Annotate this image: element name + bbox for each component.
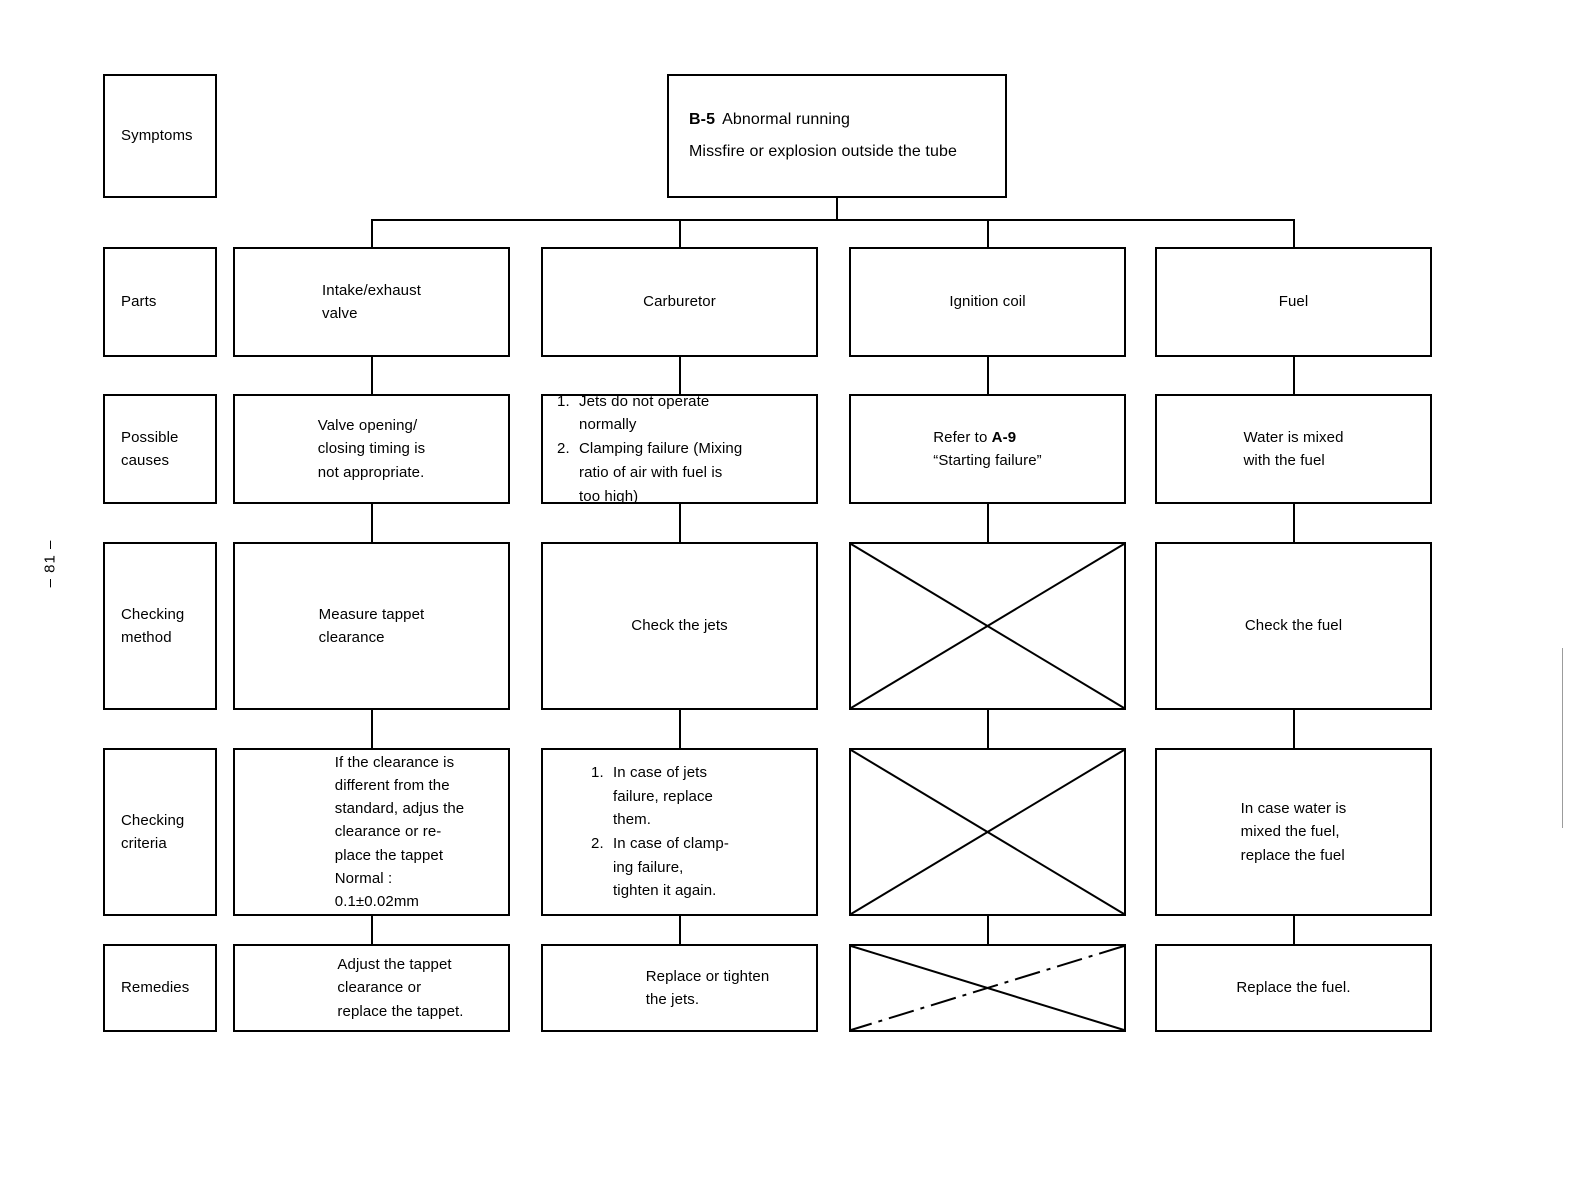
symptom-title: Abnormal running: [722, 111, 850, 128]
part-box-ignition-coil: Ignition coil: [849, 247, 1126, 357]
list-item: 1. In case of jets failure, replace them…: [591, 763, 713, 829]
method-box-fuel: Check the fuel: [1155, 542, 1432, 710]
connector-method-to-criteria-4: [1293, 710, 1295, 748]
refer-to-code: A-9: [991, 428, 1017, 446]
cause-box-intake-exhaust-valve: Valve opening/ closing timing is not app…: [233, 394, 510, 504]
scan-artifact-line: [1562, 648, 1563, 828]
part-box-carburetor: Carburetor: [541, 247, 818, 357]
connector-criteria-to-remedies-4: [1293, 916, 1295, 944]
remedy-box-carburetor: Replace or tighten the jets.: [541, 944, 818, 1032]
connector-bus-drop-1: [371, 219, 373, 247]
method-box-ignition-coil: [849, 542, 1126, 710]
cause-list-carburetor: 1. Jets do not operate normally 2. Clamp…: [543, 390, 742, 508]
part-box-intake-exhaust-valve: Intake/exhaust valve: [233, 247, 510, 357]
page-number: – 81 –: [41, 539, 59, 588]
connector-bus-drop-3: [987, 219, 989, 247]
row-label-possible-causes: Possible causes: [103, 394, 217, 504]
criteria-box-intake-exhaust-valve: If the clearance is different from the s…: [233, 748, 510, 916]
connector-causes-to-method-1: [371, 504, 373, 542]
connector-causes-to-method-3: [987, 504, 989, 542]
method-box-carburetor: Check the jets: [541, 542, 818, 710]
criteria-box-ignition-coil: [849, 748, 1126, 916]
criteria-box-carburetor: 1. In case of jets failure, replace them…: [541, 748, 818, 916]
criteria-list-carburetor: 1. In case of jets failure, replace them…: [543, 761, 729, 903]
connector-parts-to-causes-3: [987, 357, 989, 394]
connector-criteria-to-remedies-1: [371, 916, 373, 944]
part-box-fuel: Fuel: [1155, 247, 1432, 357]
remedy-box-ignition-coil: [849, 944, 1126, 1032]
refer-to-label: Refer to: [933, 428, 992, 446]
row-label-checking-method: Checking method: [103, 542, 217, 710]
method-box-intake-exhaust-valve: Measure tappet clearance: [233, 542, 510, 710]
cause-box-carburetor: 1. Jets do not operate normally 2. Clamp…: [541, 393, 818, 505]
connector-criteria-to-remedies-2: [679, 916, 681, 944]
connector-causes-to-method-4: [1293, 504, 1295, 542]
refer-to-title: “Starting failure”: [933, 452, 1042, 469]
connector-parts-to-causes-1: [371, 357, 373, 394]
connector-bus-drop-2: [679, 219, 681, 247]
symptom-description: Missfire or explosion outside the tube: [689, 143, 957, 160]
row-label-parts: Parts: [103, 247, 217, 357]
connector-bus-horizontal: [372, 219, 1294, 221]
cause-box-ignition-coil: Refer to A-9 “Starting failure”: [849, 394, 1126, 504]
list-item: 2. Clamping failure (Mixing ratio of air…: [557, 440, 743, 505]
connector-parts-to-causes-2: [679, 357, 681, 394]
list-item: 1. Jets do not operate normally: [557, 392, 710, 434]
row-label-remedies: Remedies: [103, 944, 217, 1032]
row-label-checking-criteria: Checking criteria: [103, 748, 217, 916]
row-label-symptoms: Symptoms: [103, 74, 217, 198]
connector-criteria-to-remedies-3: [987, 916, 989, 944]
remedy-box-fuel: Replace the fuel.: [1155, 944, 1432, 1032]
connector-method-to-criteria-1: [371, 710, 373, 748]
connector-method-to-criteria-2: [679, 710, 681, 748]
connector-parts-to-causes-4: [1293, 357, 1295, 394]
connector-method-to-criteria-3: [987, 710, 989, 748]
symptom-code: B-5: [689, 111, 716, 128]
criteria-box-fuel: In case water is mixed the fuel, replace…: [1155, 748, 1432, 916]
connector-bus-drop-4: [1293, 219, 1295, 247]
connector-causes-to-method-2: [679, 504, 681, 542]
connector-symptom-vertical: [836, 198, 838, 220]
list-item: 2. In case of clamp- ing failure, tighte…: [591, 835, 729, 900]
cause-box-fuel: Water is mixed with the fuel: [1155, 394, 1432, 504]
remedy-box-intake-exhaust-valve: Adjust the tappet clearance or replace t…: [233, 944, 510, 1032]
